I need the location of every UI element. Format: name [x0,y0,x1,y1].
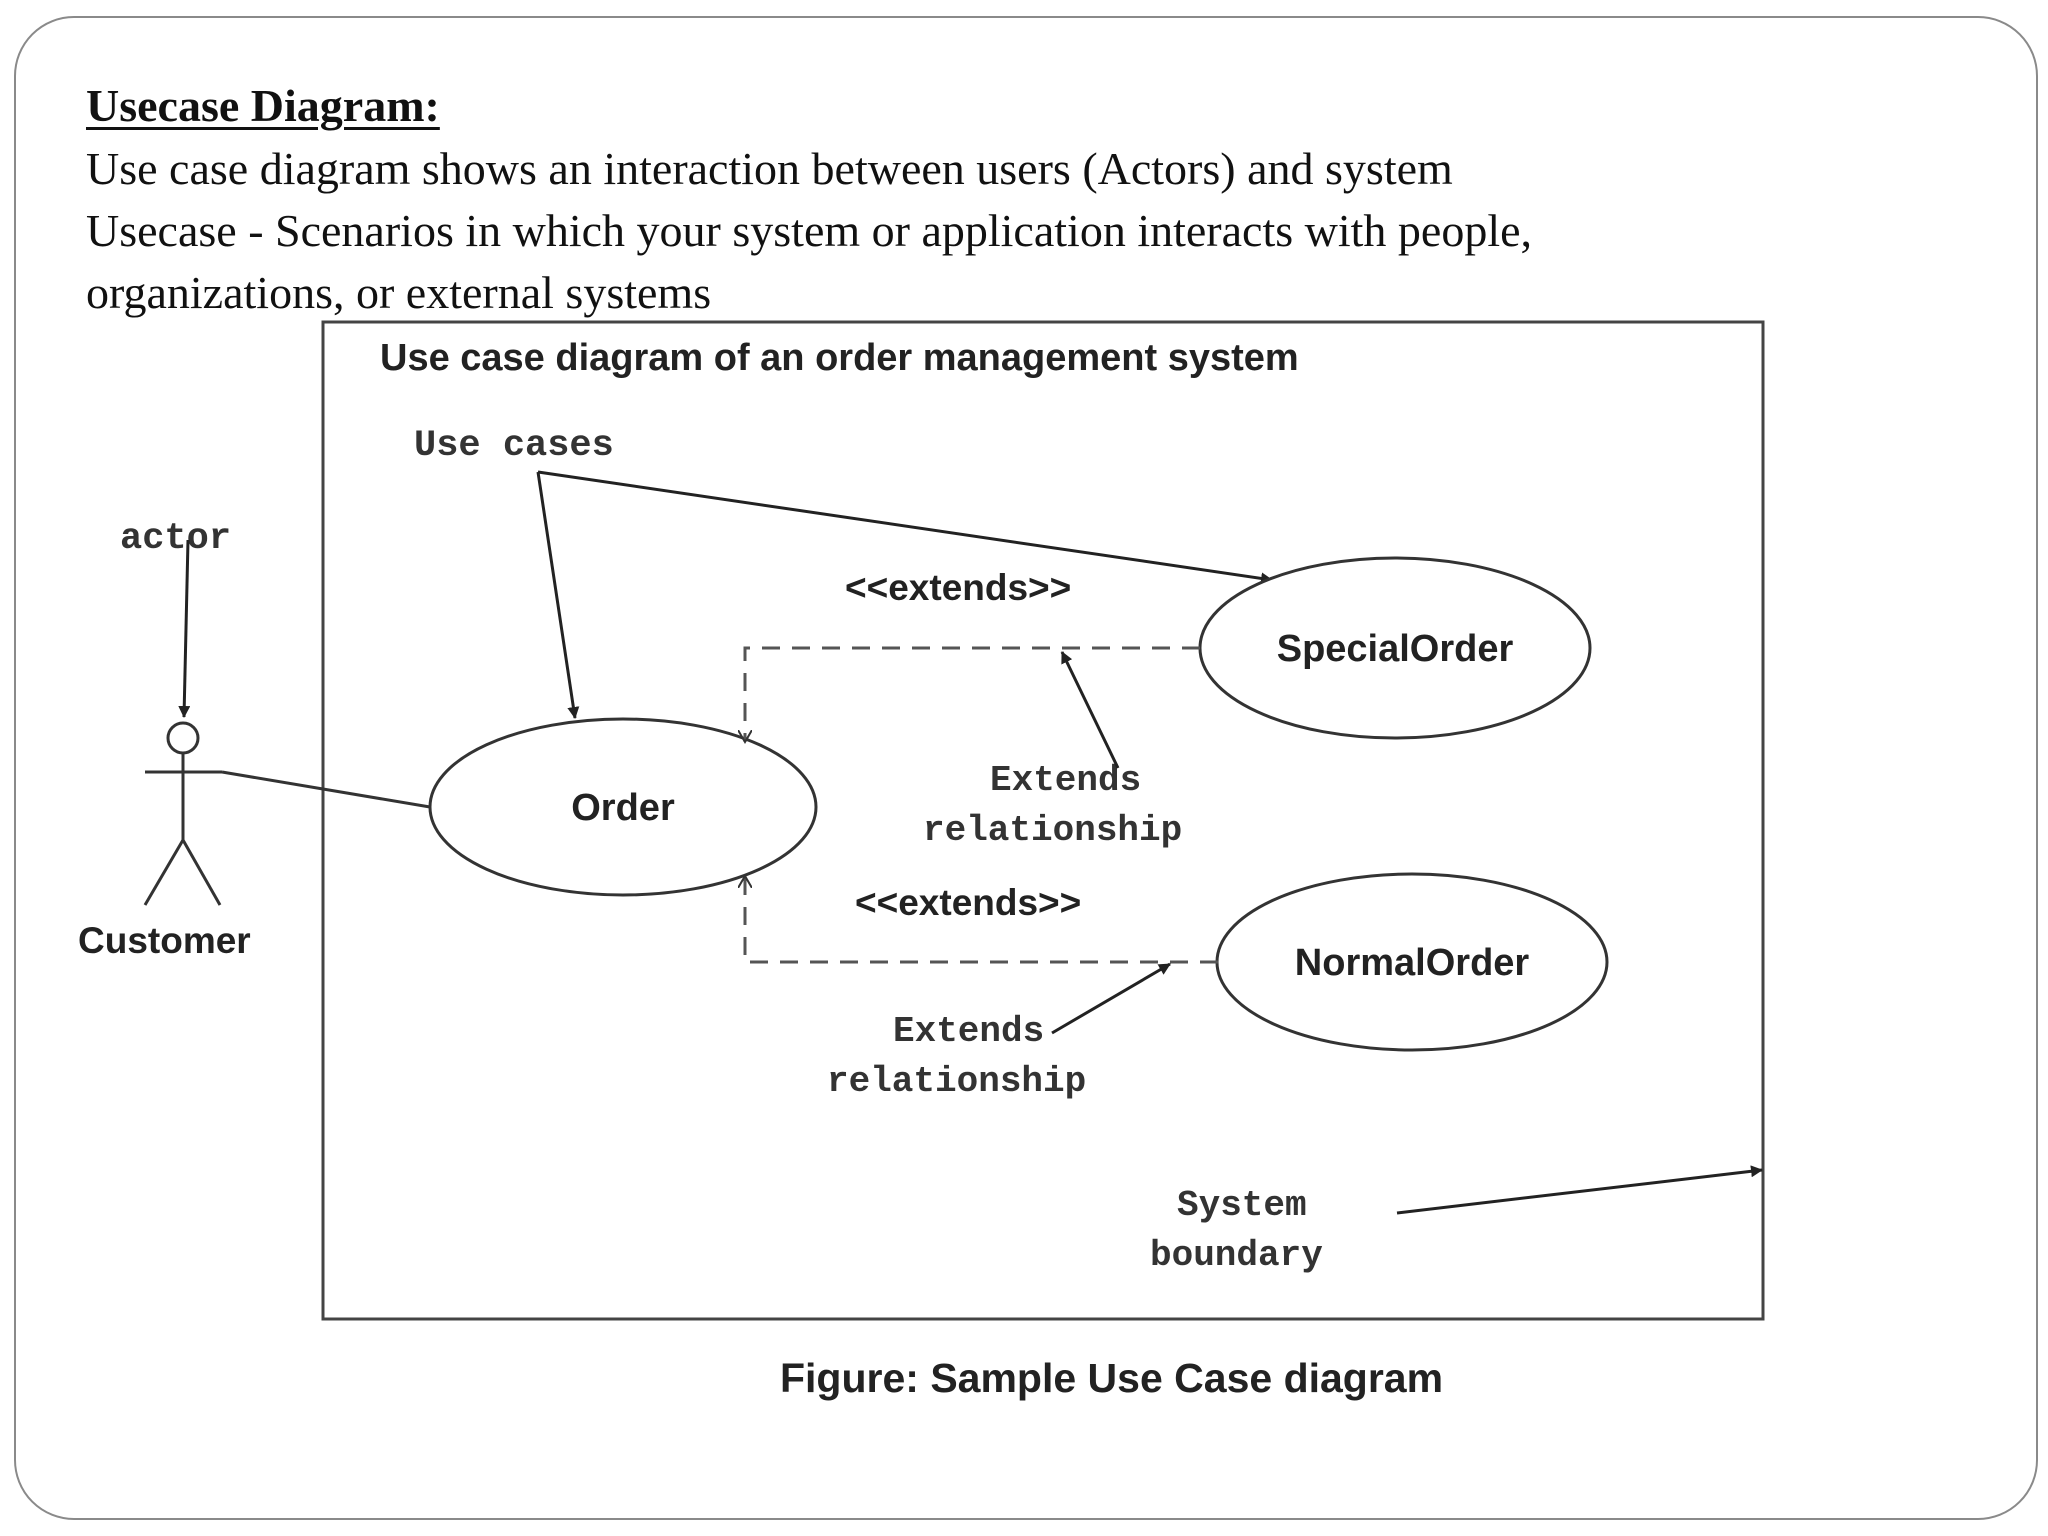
figure-caption: Figure: Sample Use Case diagram [780,1355,1443,1401]
description-line-2: Usecase - Scenarios in which your system… [86,205,1533,256]
extends-relationship-label-top-2: relationship [923,810,1182,851]
system-boundary-arrow [1396,1165,1763,1215]
customer-actor-figure [143,721,222,906]
specialorder-label: SpecialOrder [1277,628,1514,670]
extends-relationship-arrow-bottom [1051,962,1171,1035]
actor-label: actor [120,518,231,560]
slide [14,16,2038,1520]
system-boundary-label-2: boundary [1150,1235,1323,1276]
order-use-case [428,717,818,897]
extends-stereotype-bottom: <<extends>> [855,882,1081,923]
normalorder-label: NormalOrder [1295,942,1530,984]
system-boundary-label-1: System [1177,1185,1307,1226]
extends-normalorder-line [745,876,1218,964]
use-cases-arrow-order [536,471,580,719]
description-line-3: organizations, or external systems [86,267,712,318]
use-cases-arrow-specialorder [537,470,1273,585]
extends-stereotype-top: <<extends>> [845,567,1071,608]
extends-relationship-arrow-top [1060,651,1120,769]
system-boundary-box [321,320,1765,1321]
extends-relationship-label-bottom-2: relationship [827,1061,1086,1102]
extends-specialorder-line [745,646,1200,742]
extends-relationship-label-bottom-1: Extends [893,1011,1044,1052]
actor-order-association [221,770,431,809]
description-line-1: Use case diagram shows an interaction be… [86,143,1453,194]
customer-label: Customer [78,920,251,961]
actor-arrow [178,539,191,718]
diagram-title: Use case diagram of an order management … [380,337,1299,379]
order-label: Order [571,787,675,829]
use-cases-label: Use cases [414,425,614,467]
slide-heading: Usecase Diagram: [86,80,440,131]
